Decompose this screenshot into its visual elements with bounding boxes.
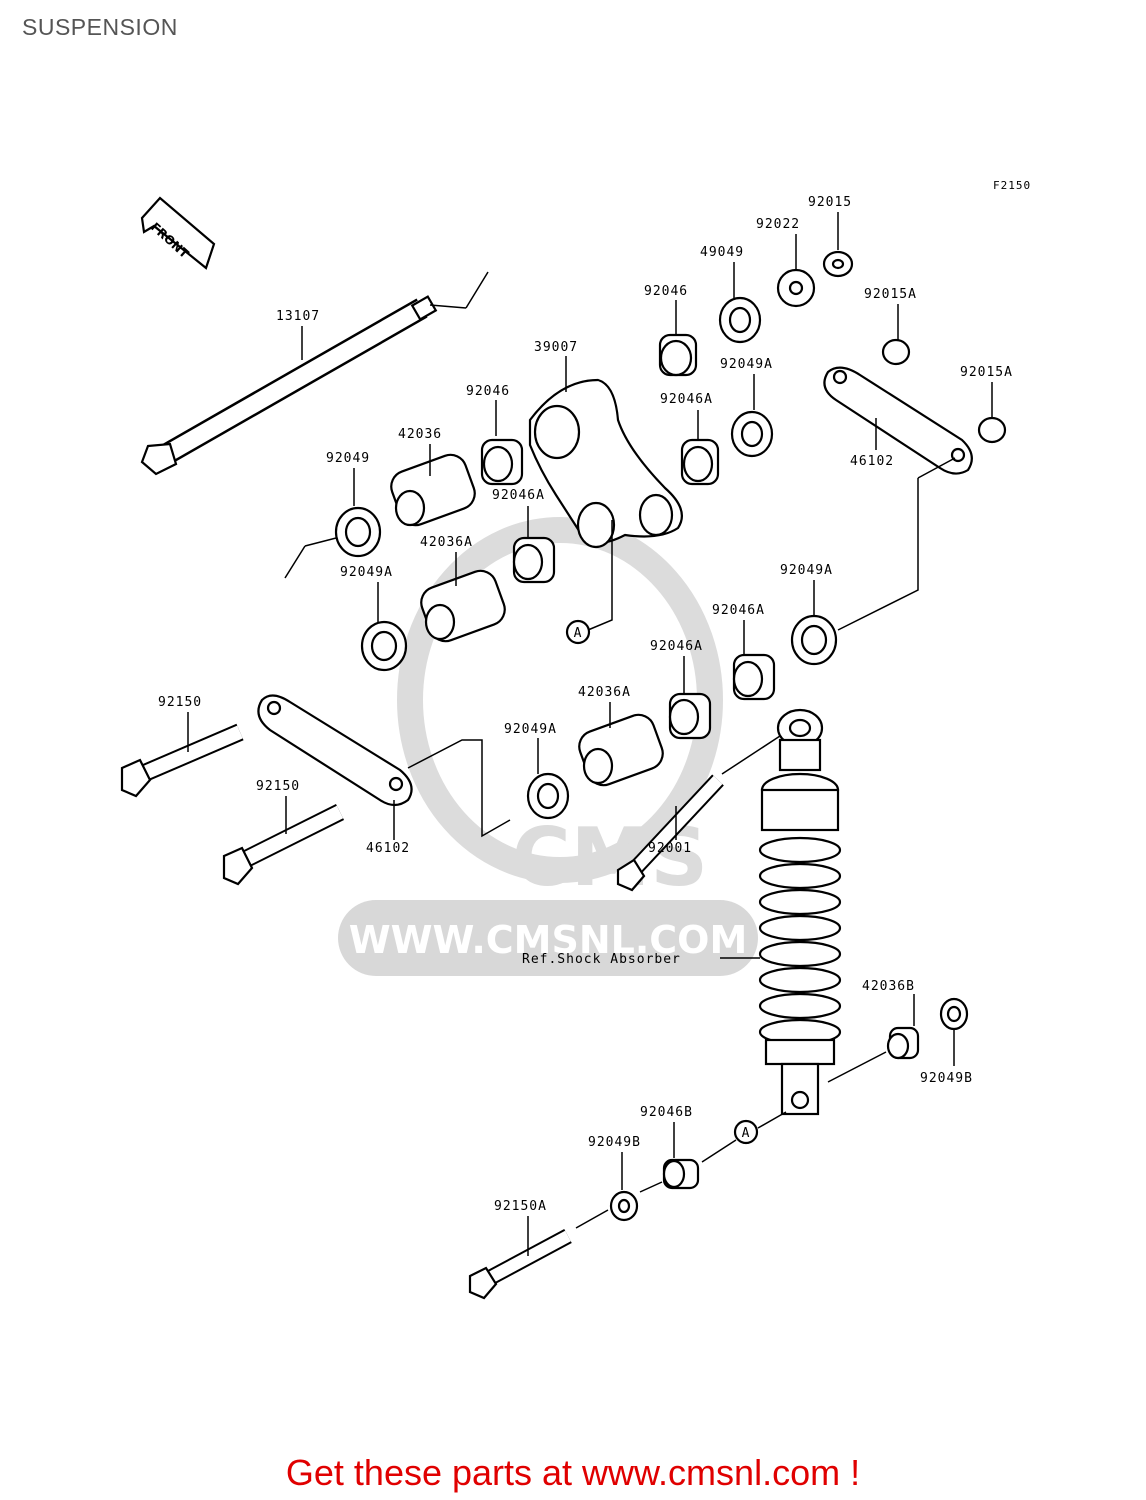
callout-label: 92049 xyxy=(326,451,370,466)
callout-label: 92046B xyxy=(640,1105,693,1120)
callout-label: 92015 xyxy=(808,195,852,210)
callout-label: 92046A xyxy=(660,392,713,407)
callout-label: 92015A xyxy=(960,365,1013,380)
callout-label: 92150A xyxy=(494,1199,547,1214)
bolt-92150-b xyxy=(222,803,345,886)
callout-label: 42036B xyxy=(862,979,915,994)
shock-absorber xyxy=(720,708,842,1116)
svg-text:A: A xyxy=(742,1126,751,1141)
callout-label: 92049A xyxy=(504,722,557,737)
callout-label: 13107 xyxy=(276,309,320,324)
leader-lines xyxy=(187,212,993,1256)
callout-label: 92046A xyxy=(712,603,765,618)
callout-label: 92046 xyxy=(466,384,510,399)
callout-label: 92022 xyxy=(756,217,800,232)
footer-promo[interactable]: Get these parts at www.cmsnl.com ! xyxy=(285,1452,861,1493)
callout-label: 92049B xyxy=(920,1071,973,1086)
ref-marker-a-lower: A xyxy=(733,1119,759,1145)
svg-text:A: A xyxy=(574,626,583,641)
bolt-92001 xyxy=(616,735,781,892)
callout-label: 49049 xyxy=(700,245,744,260)
callout-label: 46102 xyxy=(850,454,894,469)
callout-label: 42036A xyxy=(420,535,473,550)
callout-label: 92049B xyxy=(588,1135,641,1150)
callout-label: 46102 xyxy=(366,841,410,856)
link-plate-46102-upper xyxy=(823,366,973,475)
callout-label: 92001 xyxy=(648,841,692,856)
callout-label: 42036 xyxy=(398,427,442,442)
callout-labels: 92015 92022 49049 92046 92015A 39007 920… xyxy=(158,195,1013,1214)
callout-label: 92049A xyxy=(720,357,773,372)
watermark-url: WWW.CMSNL.COM xyxy=(349,918,748,962)
callout-label: 92046 xyxy=(644,284,688,299)
callout-label: 92015A xyxy=(864,287,917,302)
rocker-arm-39007 xyxy=(528,378,683,549)
callout-label: 39007 xyxy=(534,340,578,355)
bolt-92150a xyxy=(468,1209,609,1300)
front-arrow-icon: FRONT xyxy=(140,196,216,270)
page-title: SUSPENSION xyxy=(22,14,178,40)
parts-small xyxy=(334,250,1007,1222)
callout-label: 92049A xyxy=(780,563,833,578)
shock-spring xyxy=(758,836,842,1046)
callout-label: 92046A xyxy=(492,488,545,503)
ref-marker-a-upper: A xyxy=(565,619,591,645)
callout-label: 42036A xyxy=(578,685,631,700)
watermark: WWW.CMSNL.COM CMS xyxy=(338,517,758,976)
axle-bolt-13107 xyxy=(140,271,489,579)
bolt-92150-a xyxy=(120,723,244,798)
callout-label: 92150 xyxy=(158,695,202,710)
callout-label: 92049A xyxy=(340,565,393,580)
callout-label: 92150 xyxy=(256,779,300,794)
callout-label: 92046A xyxy=(650,639,703,654)
callout-label: Ref.Shock Absorber xyxy=(522,952,681,967)
connector-lines xyxy=(407,457,956,1193)
figure-ref-code: F2150 xyxy=(993,179,1032,192)
link-plate-46102-lower xyxy=(257,694,413,807)
